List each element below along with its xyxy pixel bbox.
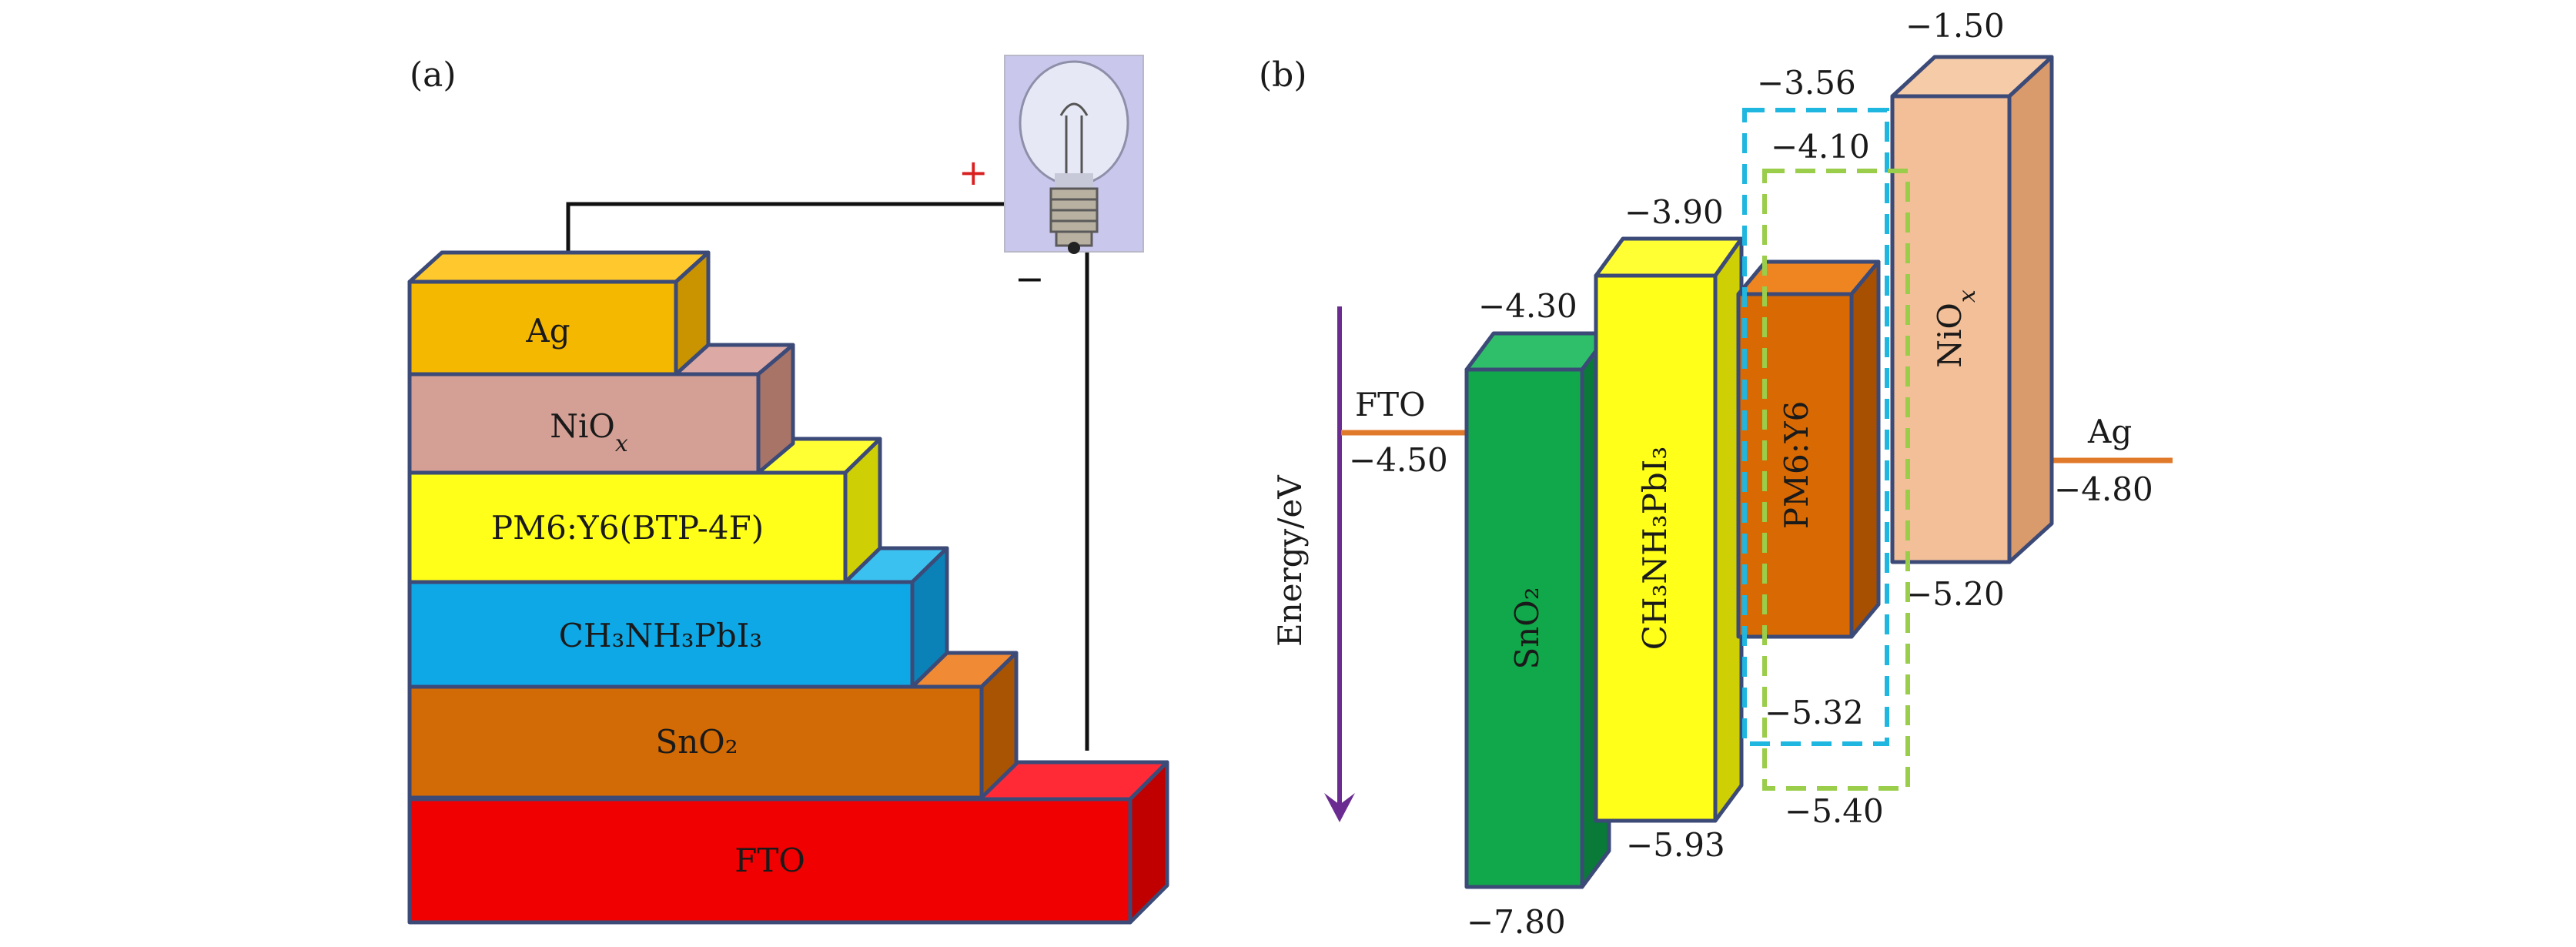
label-fto: FTO [734,842,805,879]
layer-ag [407,250,711,376]
dashed-box-pm6 [1742,108,1889,746]
band-niox-top: −1.50 [1905,7,2005,45]
pm6-bottom-level: −5.32 [1765,694,1864,731]
band-niox-bottom: −5.20 [1905,575,2005,613]
light-bulb-icon [1004,55,1144,254]
y6-top-level: −4.10 [1771,128,1870,166]
ag-name: Ag [2087,413,2132,450]
panel-a-label: (a) [410,55,457,95]
band-pm6y6 [1736,259,1881,639]
pm6-top-level: −3.56 [1757,64,1856,102]
label-ag: Ag [525,312,570,350]
label-niox: NiOx [550,407,628,457]
fto-name: FTO [1355,386,1426,423]
dashed-box-y6 [1762,169,1910,791]
band-perovskite-top: −3.90 [1624,193,1724,231]
band-sno2-bottom: −7.80 [1467,903,1566,941]
band-niox [1890,55,2054,564]
band-sno2-name: SnO₂ [1508,587,1546,669]
y6-bottom-level: −5.40 [1785,792,1884,830]
energy-axis-label: Energy/eV [1271,475,1309,647]
label-pm6y6: PM6:Y6(BTP-4F) [491,509,764,547]
band-perovskite-name: CH₃NH₃PbI₃ [1636,447,1674,650]
band-sno2 [1464,331,1611,889]
label-sno2: SnO₂ [655,723,738,761]
fto-level: −4.50 [1349,441,1448,479]
panel-b-label: (b) [1259,55,1307,95]
ag-level: −4.80 [2054,470,2153,508]
band-sno2-top: −4.30 [1478,287,1577,325]
band-niox-name: NiOx [1931,289,1981,368]
minus-sign: − [1015,258,1045,299]
energy-axis: Energy/eV [1271,306,1355,822]
band-perovskite-bottom: −5.93 [1626,826,1725,864]
band-perovskite [1594,236,1744,823]
plus-sign: + [958,152,989,193]
band-pm6y6-name: PM6:Y6 [1778,401,1815,530]
label-perovskite: CH₃NH₃PbI₃ [559,617,762,654]
device-stack [407,250,1169,925]
